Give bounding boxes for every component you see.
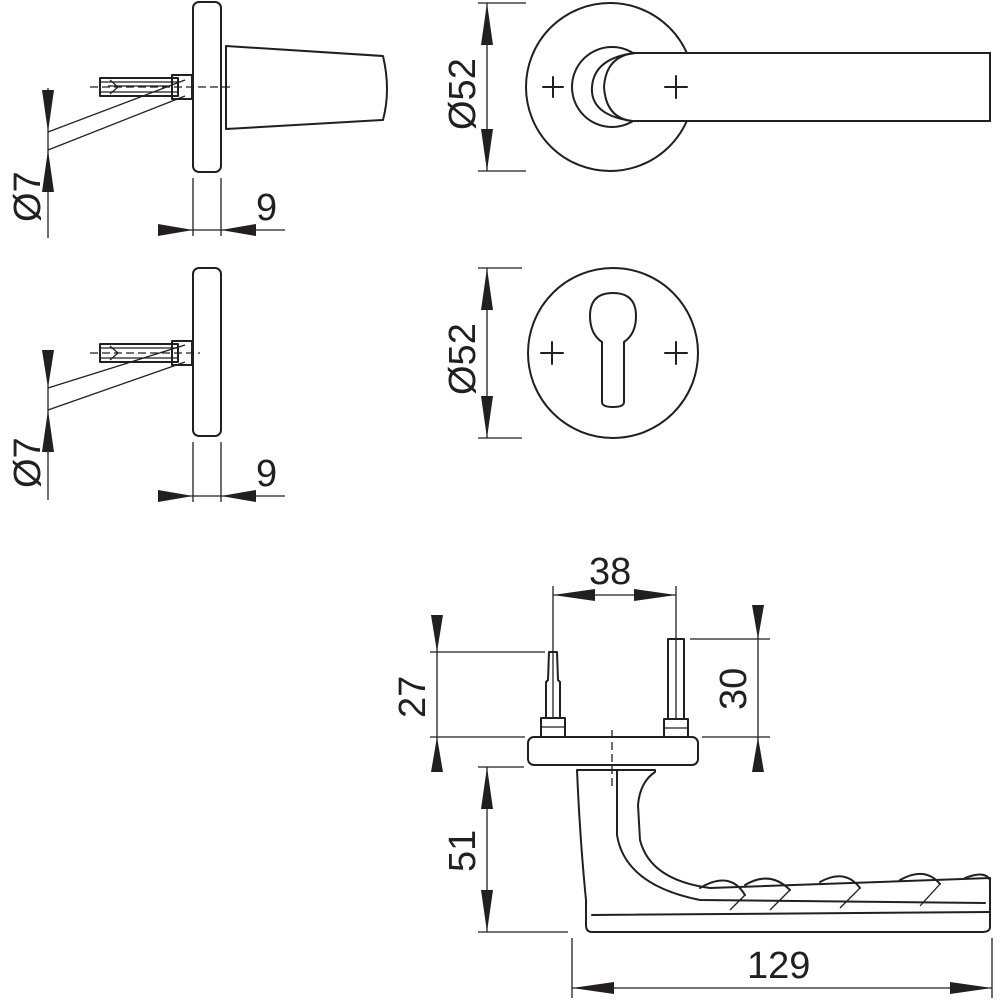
label-right-spindle: 30 (713, 668, 755, 710)
label-side-esc-dia: Ø7 (7, 437, 49, 488)
lever-boss-inner (603, 52, 636, 122)
screw-cross-icon (664, 75, 688, 99)
label-rose-dia: Ø52 (442, 58, 484, 130)
side-view-rose-lever: Ø7 9 (7, 1, 388, 238)
label-side-rose-thick: 9 (256, 187, 277, 229)
spindle-left (540, 651, 566, 738)
front-view-rose-lever: Ø52 (442, 2, 991, 172)
label-esc-dia: Ø52 (442, 323, 484, 395)
spindle-right (663, 638, 689, 738)
lever-grip-front (590, 52, 991, 122)
screw-cross-icon (664, 341, 688, 365)
keyhole-cylinder-cutout (589, 292, 637, 408)
escutcheon-plate-front (527, 267, 699, 439)
mounting-screw-side-1 (90, 74, 232, 100)
screw-cross-icon (542, 76, 564, 98)
finger-grooves (699, 873, 991, 911)
mounting-plate (527, 736, 699, 766)
label-lever-drop: 51 (442, 830, 484, 872)
lever-inner-contour (616, 769, 986, 904)
leader-line-lower-2 (47, 361, 186, 411)
side-view-escutcheon: Ø7 9 (7, 267, 285, 502)
screw-cross-icon (540, 341, 564, 365)
lever-underside-line (591, 911, 991, 916)
leader-line-lower (47, 95, 186, 151)
side-view-lever-handle: 38 27 30 51 129 (392, 551, 993, 998)
front-view-escutcheon: Ø52 (442, 267, 699, 439)
mounting-screw-side-2 (90, 340, 200, 366)
leader-line-upper (47, 79, 186, 133)
escutcheon-plate-side (192, 267, 222, 437)
lever-neck-side (225, 45, 388, 130)
lever-body-side (576, 769, 991, 933)
label-left-spindle: 27 (392, 676, 434, 718)
label-lever-length: 129 (747, 945, 810, 987)
label-spindle-spacing: 38 (589, 551, 631, 593)
label-side-rose-dia: Ø7 (7, 171, 49, 222)
label-side-esc-thick: 9 (256, 453, 277, 495)
leader-line-upper-2 (47, 344, 186, 389)
